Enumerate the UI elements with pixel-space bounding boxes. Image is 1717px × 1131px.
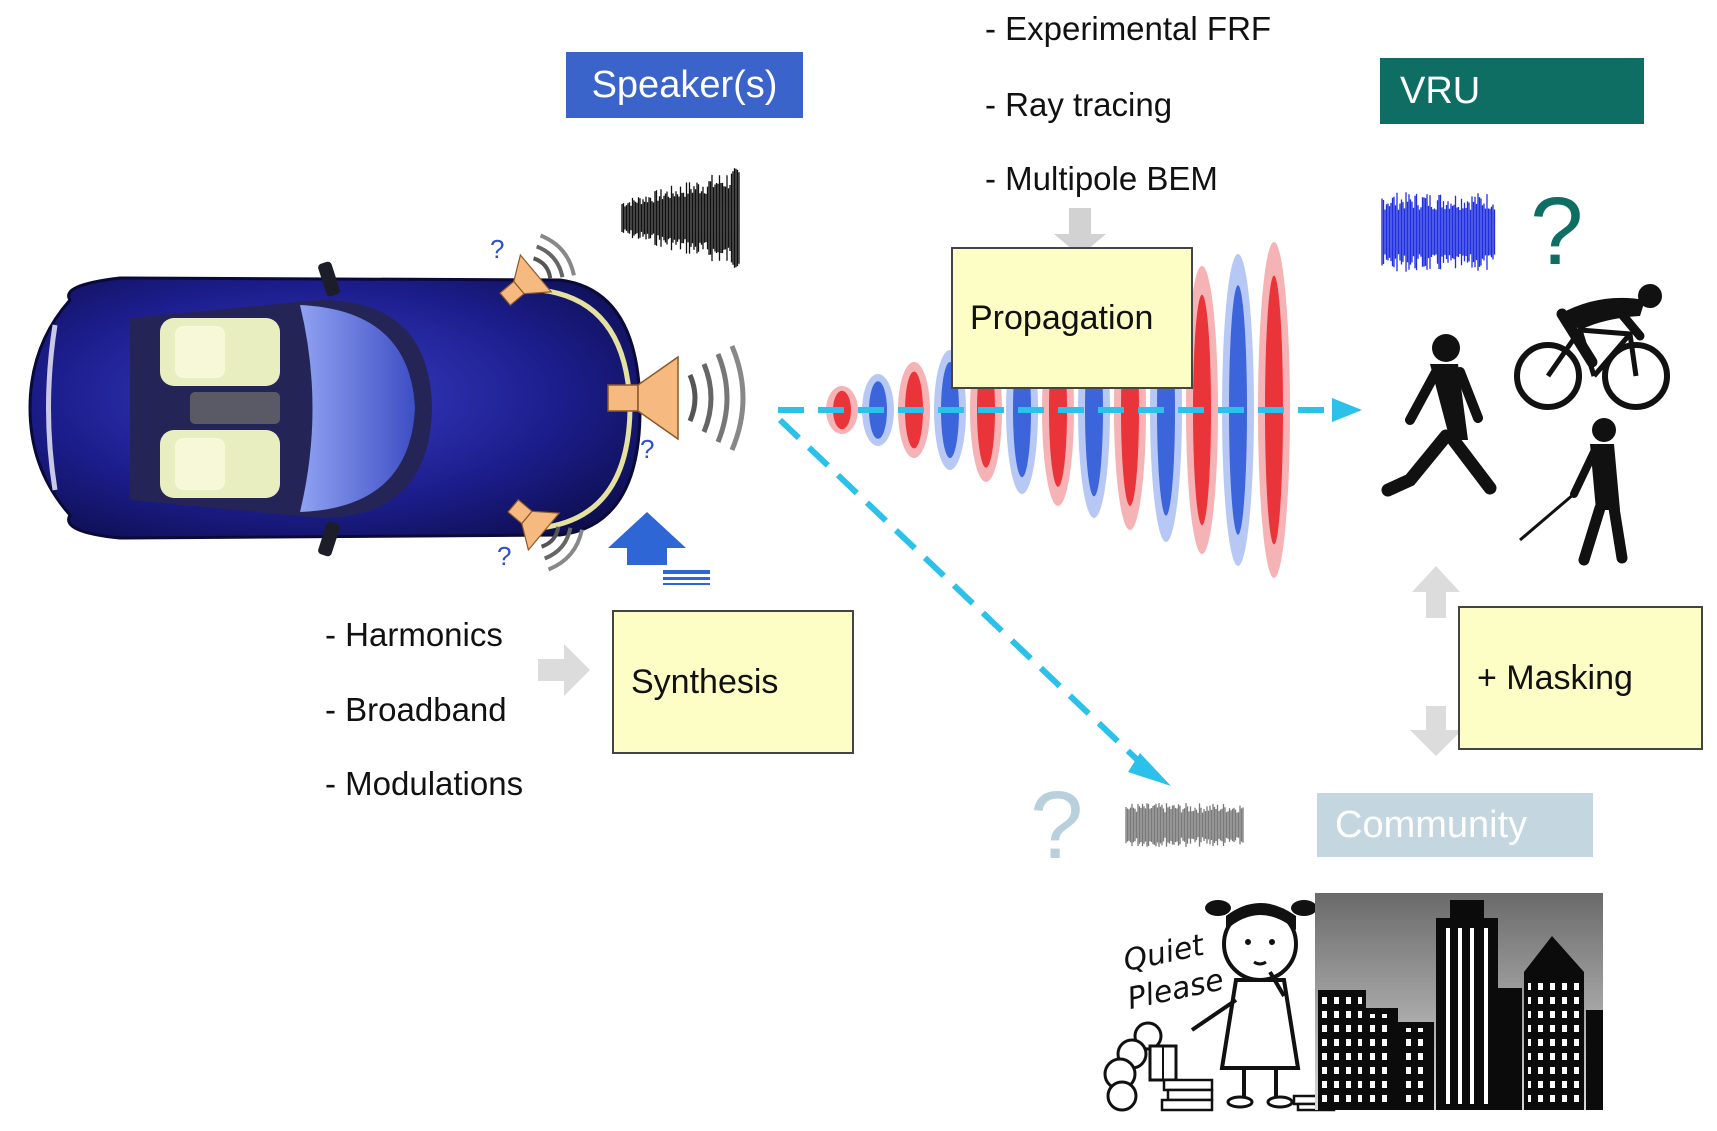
question-mark-small: ?	[490, 234, 504, 264]
waveform-community-signal	[1125, 803, 1244, 847]
synthesis-box: Synthesis	[612, 610, 854, 754]
quiet-please-cartoon: Quiet Please	[1103, 900, 1336, 1112]
question-mark-small: ?	[497, 541, 511, 571]
synthesis-box-label: Synthesis	[631, 662, 779, 701]
propagation-box-label: Propagation	[970, 298, 1154, 337]
speakers-label: Speaker(s)	[566, 52, 803, 118]
speakers-label-text: Speaker(s)	[591, 63, 778, 106]
synthesis-input-item: - Broadband	[325, 691, 507, 728]
blind-pedestrian-icon	[1519, 418, 1628, 566]
community-label: Community	[1317, 793, 1593, 857]
synthesis-input-item: - Harmonics	[325, 616, 503, 653]
propagation-method-item: - Multipole BEM	[985, 160, 1218, 197]
vru-label-text: VRU	[1400, 69, 1481, 112]
propagation-method-item: - Experimental FRF	[985, 10, 1272, 47]
arrow-up-synthesis-to-speakers-icon	[608, 512, 710, 585]
waveform-vru-signal	[1381, 192, 1496, 272]
car-top-view	[28, 261, 642, 557]
propagation-path-to-community	[777, 417, 1171, 786]
arrow-right-into-synthesis-icon	[538, 644, 590, 696]
question-mark-vru: ?	[1530, 178, 1583, 285]
masking-box: + Masking	[1458, 606, 1703, 750]
pedestrian-icon	[1381, 334, 1497, 497]
speaker-icon-bottom-left	[507, 498, 584, 572]
propagation-path-to-vru	[778, 398, 1362, 422]
arrow-up-masking-to-vru-icon	[1412, 566, 1460, 618]
waveform-speaker-signal	[621, 168, 740, 268]
community-label-text: Community	[1335, 803, 1528, 846]
speaker-icon-front	[607, 345, 746, 451]
propagation-box: Propagation	[951, 247, 1193, 389]
arrow-down-into-propagation-icon	[1054, 208, 1106, 256]
propagation-method-item: - Ray tracing	[985, 86, 1173, 123]
city-skyline-image	[1315, 893, 1603, 1110]
vru-label: VRU	[1380, 58, 1644, 124]
cyclist-icon	[1514, 284, 1670, 410]
question-mark-small: ?	[640, 434, 654, 464]
question-mark-community: ?	[1030, 772, 1083, 879]
synthesis-input-item: - Modulations	[325, 765, 524, 802]
masking-box-label: + Masking	[1477, 658, 1633, 697]
arrow-down-masking-to-community-icon	[1410, 706, 1462, 756]
speaker-icon-top-left	[499, 233, 576, 307]
